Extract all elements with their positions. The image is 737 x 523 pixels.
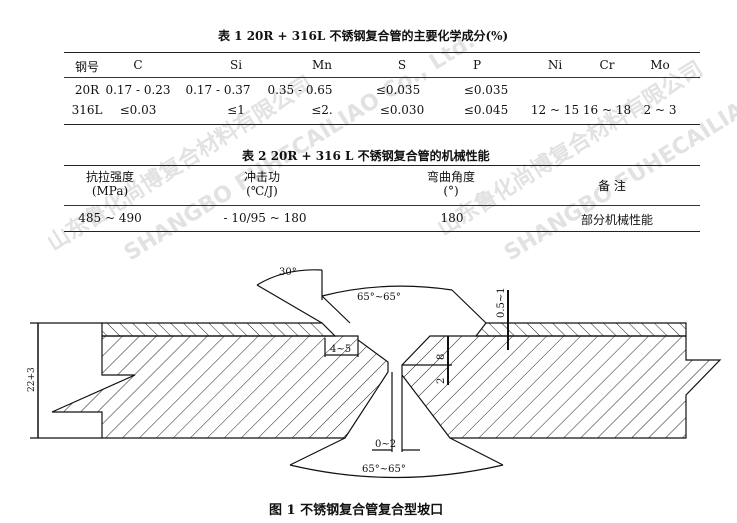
table2-header-rule <box>64 205 700 206</box>
table1-header-rule <box>64 77 700 78</box>
angle-arc-30 <box>256 269 323 286</box>
table1-header: Cr <box>599 58 615 72</box>
left-base-plate <box>51 335 389 439</box>
table1-cell: ≤0.03 <box>119 103 157 117</box>
table1-header: Si <box>229 58 243 72</box>
table1-header: Ni <box>547 58 563 72</box>
label-angle-top: 30° <box>279 267 297 278</box>
table1-cell: 0.17 - 0.37 <box>185 83 251 97</box>
table1-cell: 12 ~ 15 <box>530 103 580 117</box>
table1-cell: 2 ~ 3 <box>643 103 677 117</box>
table2-header: 冲击功 <box>243 170 281 184</box>
table1-cell: ≤0.035 <box>375 83 421 97</box>
table1-cell: 16 ~ 18 <box>582 103 632 117</box>
label-angle-upper: 65°~65° <box>357 292 401 303</box>
table1-cell: 0.17 - 0.23 <box>105 83 171 97</box>
table2-caption: 表 2 20R + 316 L 不锈钢复合管的机械性能 <box>242 149 490 163</box>
label-clad: 0.5~1 <box>496 287 507 318</box>
label-thickness: 22+3 <box>27 367 37 392</box>
table1-cell: 0.35 - 0.65 <box>267 83 333 97</box>
table1-header: C <box>133 58 143 72</box>
right-base-plate <box>401 335 722 439</box>
label-root: 2 <box>436 378 447 384</box>
table2-cell: 180 <box>440 211 464 225</box>
table2-header: 抗拉强度 <box>85 170 135 184</box>
table1-header: P <box>472 58 482 72</box>
upper-bevel-left <box>256 284 323 324</box>
table1-cell: ≤0.045 <box>463 103 509 117</box>
angle-arc-upper <box>321 285 453 297</box>
angle-arc-lower <box>289 464 504 479</box>
label-gap: 0~2 <box>375 439 396 450</box>
table2-header: 备 注 <box>598 179 626 193</box>
table1-header: S <box>397 58 407 72</box>
table1-caption: 表 1 20R + 316L 不锈钢复合管的主要化学成分(%) <box>218 29 509 43</box>
table2-cell: 部分机械性能 <box>580 213 654 227</box>
table2-cell: 485 ~ 490 <box>78 211 142 225</box>
table1-header: Mo <box>650 58 670 72</box>
table1-top-rule <box>64 52 700 53</box>
table2-top-rule <box>64 165 700 166</box>
table2-cell: - 10/95 ~ 180 <box>223 211 307 225</box>
label-angle-lower: 65°~65° <box>362 464 406 475</box>
table1-cell: ≤0.030 <box>379 103 425 117</box>
table2-bottom-rule <box>64 231 700 232</box>
table2-header-unit: (℃/J) <box>246 184 278 198</box>
table2-header-unit: (MPa) <box>91 184 129 198</box>
table1-header: Mn <box>311 58 333 72</box>
table1-cell: 316L <box>71 103 103 117</box>
table1-cell: ≤0.035 <box>463 83 509 97</box>
figure1-caption: 图 1 不锈钢复合管复合型坡口 <box>269 503 444 518</box>
table1-cell: ≤2. <box>311 103 333 117</box>
table1-header: 钢号 <box>74 60 100 74</box>
label-step: 4~5 <box>330 344 351 355</box>
table2-header: 弯曲角度 <box>426 170 476 184</box>
table1-cell: 20R <box>74 83 100 97</box>
table2-header-unit: (°) <box>443 184 459 198</box>
table1-bottom-rule <box>64 124 700 125</box>
table1-cell: ≤1 <box>227 103 245 117</box>
left-clad-layer <box>101 322 337 337</box>
label-depth: 8 <box>436 354 447 360</box>
